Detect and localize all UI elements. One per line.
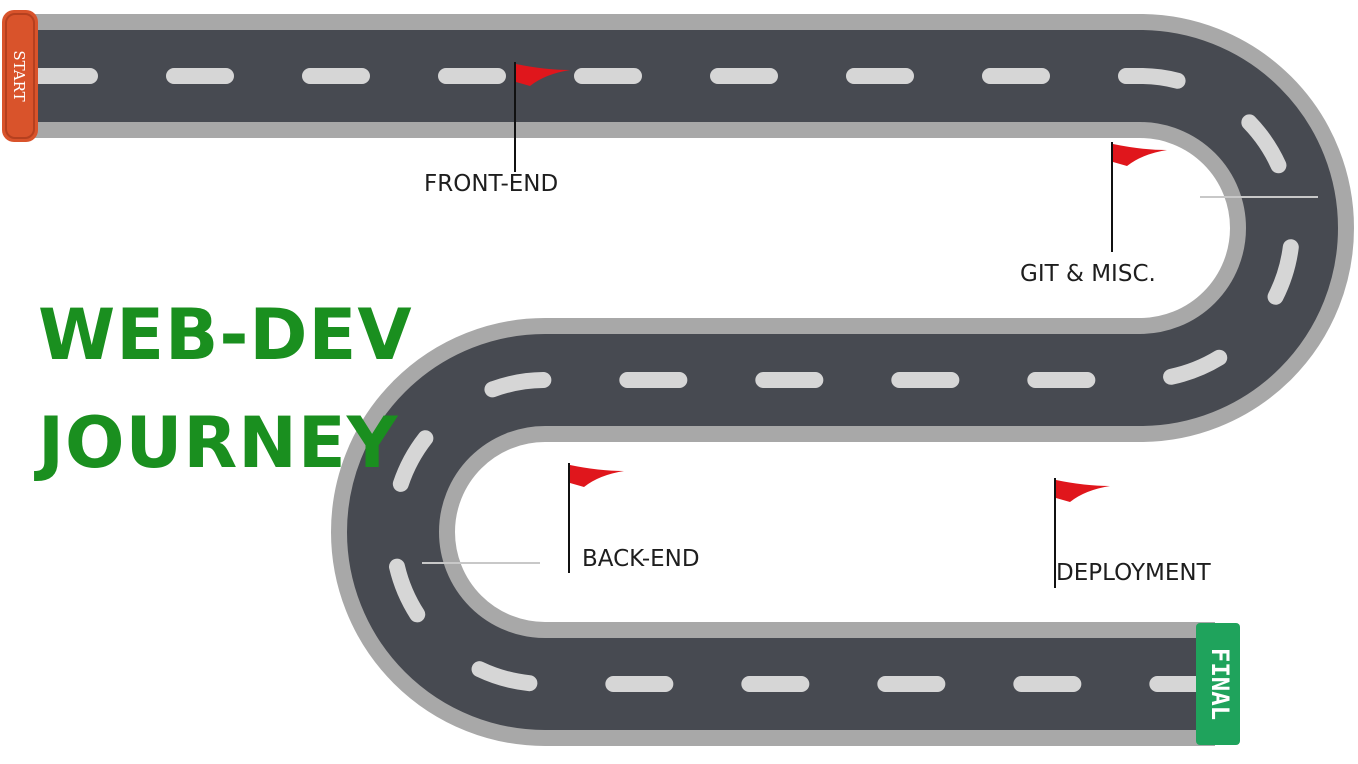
flag-icon: [1056, 480, 1110, 502]
flag-icon: [570, 465, 624, 487]
milestone-label-back-end: BACK-END: [582, 546, 700, 572]
flag-back-end: [568, 463, 624, 573]
final-sign: FINAL: [1196, 623, 1240, 745]
start-sign-label: START: [10, 50, 28, 101]
milestone-label-deployment: DEPLOYMENT: [1056, 560, 1211, 586]
title-line-2: JOURNEY: [38, 402, 399, 484]
milestone-label-front-end: FRONT-END: [424, 171, 559, 197]
start-sign: START: [2, 10, 38, 142]
title-line-1: WEB-DEV: [38, 294, 413, 376]
flag-deployment: [1054, 478, 1110, 588]
flag-icon: [1113, 144, 1167, 166]
lane-markings: [30, 68, 1300, 692]
flag-git-misc: [1111, 142, 1167, 252]
final-sign-label: FINAL: [1206, 648, 1234, 720]
flag-icon: [516, 64, 570, 86]
milestone-label-git-misc: GIT & MISC.: [1020, 261, 1156, 287]
flag-front-end: [514, 62, 570, 172]
